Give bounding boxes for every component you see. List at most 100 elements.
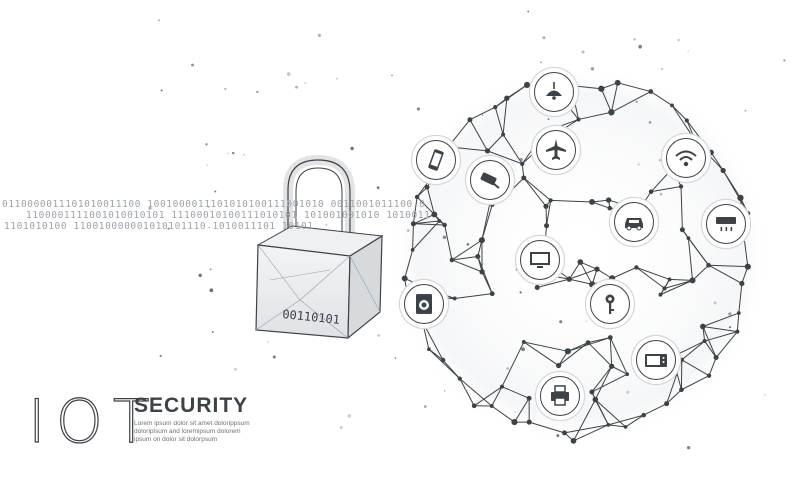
mesh-node — [449, 257, 455, 263]
mesh-node — [431, 211, 438, 218]
mesh-line — [569, 278, 593, 285]
particle-dot — [224, 87, 227, 90]
particle-dot — [574, 413, 576, 416]
particle-dot — [317, 33, 322, 38]
mesh-line — [591, 201, 610, 209]
mesh-node — [410, 221, 416, 227]
mesh-node — [457, 376, 462, 381]
mesh-line — [608, 424, 626, 428]
mesh-line — [491, 386, 503, 407]
mesh-line — [704, 331, 738, 342]
mesh-line — [491, 405, 515, 423]
mesh-line — [592, 277, 613, 285]
mesh-line — [681, 229, 709, 266]
mesh-line — [487, 150, 523, 165]
particle-dot — [160, 89, 163, 92]
mesh-node — [589, 281, 596, 288]
particle-dot — [633, 38, 636, 41]
mesh-line — [487, 134, 504, 152]
mesh-node — [437, 219, 442, 223]
mesh-line — [715, 331, 738, 358]
particle-dot — [588, 271, 591, 273]
mesh-line — [422, 321, 444, 361]
particle-dot — [635, 100, 638, 103]
particle-dot — [208, 227, 210, 229]
particle-dot — [519, 157, 523, 162]
mesh-line — [708, 264, 748, 268]
particle-dot — [286, 72, 291, 76]
mesh-line — [591, 373, 628, 393]
mesh-line — [666, 359, 683, 404]
mesh-line — [571, 85, 602, 90]
mesh-node — [489, 404, 494, 408]
mesh-line — [494, 107, 504, 135]
particle-dot — [325, 223, 328, 226]
mesh-line — [523, 177, 551, 201]
mesh-node — [548, 198, 553, 203]
particle-dot — [658, 159, 662, 162]
mesh-node — [570, 438, 577, 444]
particle-dot — [626, 390, 630, 394]
mesh-node — [499, 198, 504, 203]
mesh-node — [589, 199, 595, 205]
mesh-line — [545, 206, 548, 226]
mesh-node — [609, 363, 615, 369]
mesh-node — [424, 184, 430, 190]
mesh-line — [743, 234, 749, 267]
particle-dot — [589, 87, 591, 89]
mesh-node — [667, 277, 672, 282]
particle-dot — [540, 61, 542, 64]
mesh-node — [564, 348, 571, 355]
mesh-line — [736, 313, 740, 332]
iot-wordmark: IOT — [27, 387, 160, 457]
particle-dot — [542, 36, 546, 40]
particle-dot — [661, 68, 663, 70]
mesh-line — [537, 278, 570, 288]
mesh-node — [555, 362, 562, 369]
particle-dot — [191, 63, 194, 67]
mesh-line — [448, 146, 488, 152]
mesh-line — [501, 386, 530, 399]
mesh-node — [487, 199, 493, 205]
mesh-node — [544, 223, 550, 229]
mesh-node — [511, 419, 518, 426]
mesh-line — [413, 220, 440, 225]
mesh-line — [451, 259, 483, 273]
particle-dot — [527, 10, 530, 13]
mesh-line — [617, 82, 651, 93]
mesh-line — [686, 120, 696, 141]
mesh-line — [501, 341, 525, 387]
mesh-line — [469, 119, 488, 152]
mesh-node — [684, 118, 689, 123]
mesh-node — [484, 148, 491, 154]
air-conditioner-icon — [706, 204, 746, 244]
particle-dot — [728, 312, 732, 316]
mesh-line — [686, 120, 712, 153]
mesh-line — [473, 386, 503, 407]
padlock: 00110101 — [255, 154, 384, 340]
padlock-binary-code: 00110101 — [282, 307, 341, 327]
particle-dot — [304, 82, 307, 84]
particle-dot — [243, 154, 245, 156]
mesh-node — [658, 292, 663, 297]
mesh-node — [401, 275, 408, 282]
mesh-line — [494, 84, 528, 108]
mesh-node — [708, 149, 714, 156]
particle-dot — [207, 205, 210, 208]
mesh-line — [702, 326, 717, 358]
mesh-node — [614, 79, 621, 86]
mesh-line — [413, 213, 435, 225]
particle-dot — [581, 50, 585, 54]
mesh-line — [412, 220, 440, 251]
mesh-line — [738, 283, 743, 314]
mesh-line — [421, 321, 430, 350]
mesh-node — [504, 95, 510, 101]
mesh-line — [573, 424, 609, 442]
particle-dot — [376, 186, 380, 190]
mesh-node — [566, 276, 572, 282]
particle-dot — [214, 190, 217, 193]
particle-dot — [423, 405, 427, 408]
mesh-node — [670, 103, 674, 108]
mesh-node — [493, 105, 498, 110]
particle-dot — [666, 338, 671, 342]
